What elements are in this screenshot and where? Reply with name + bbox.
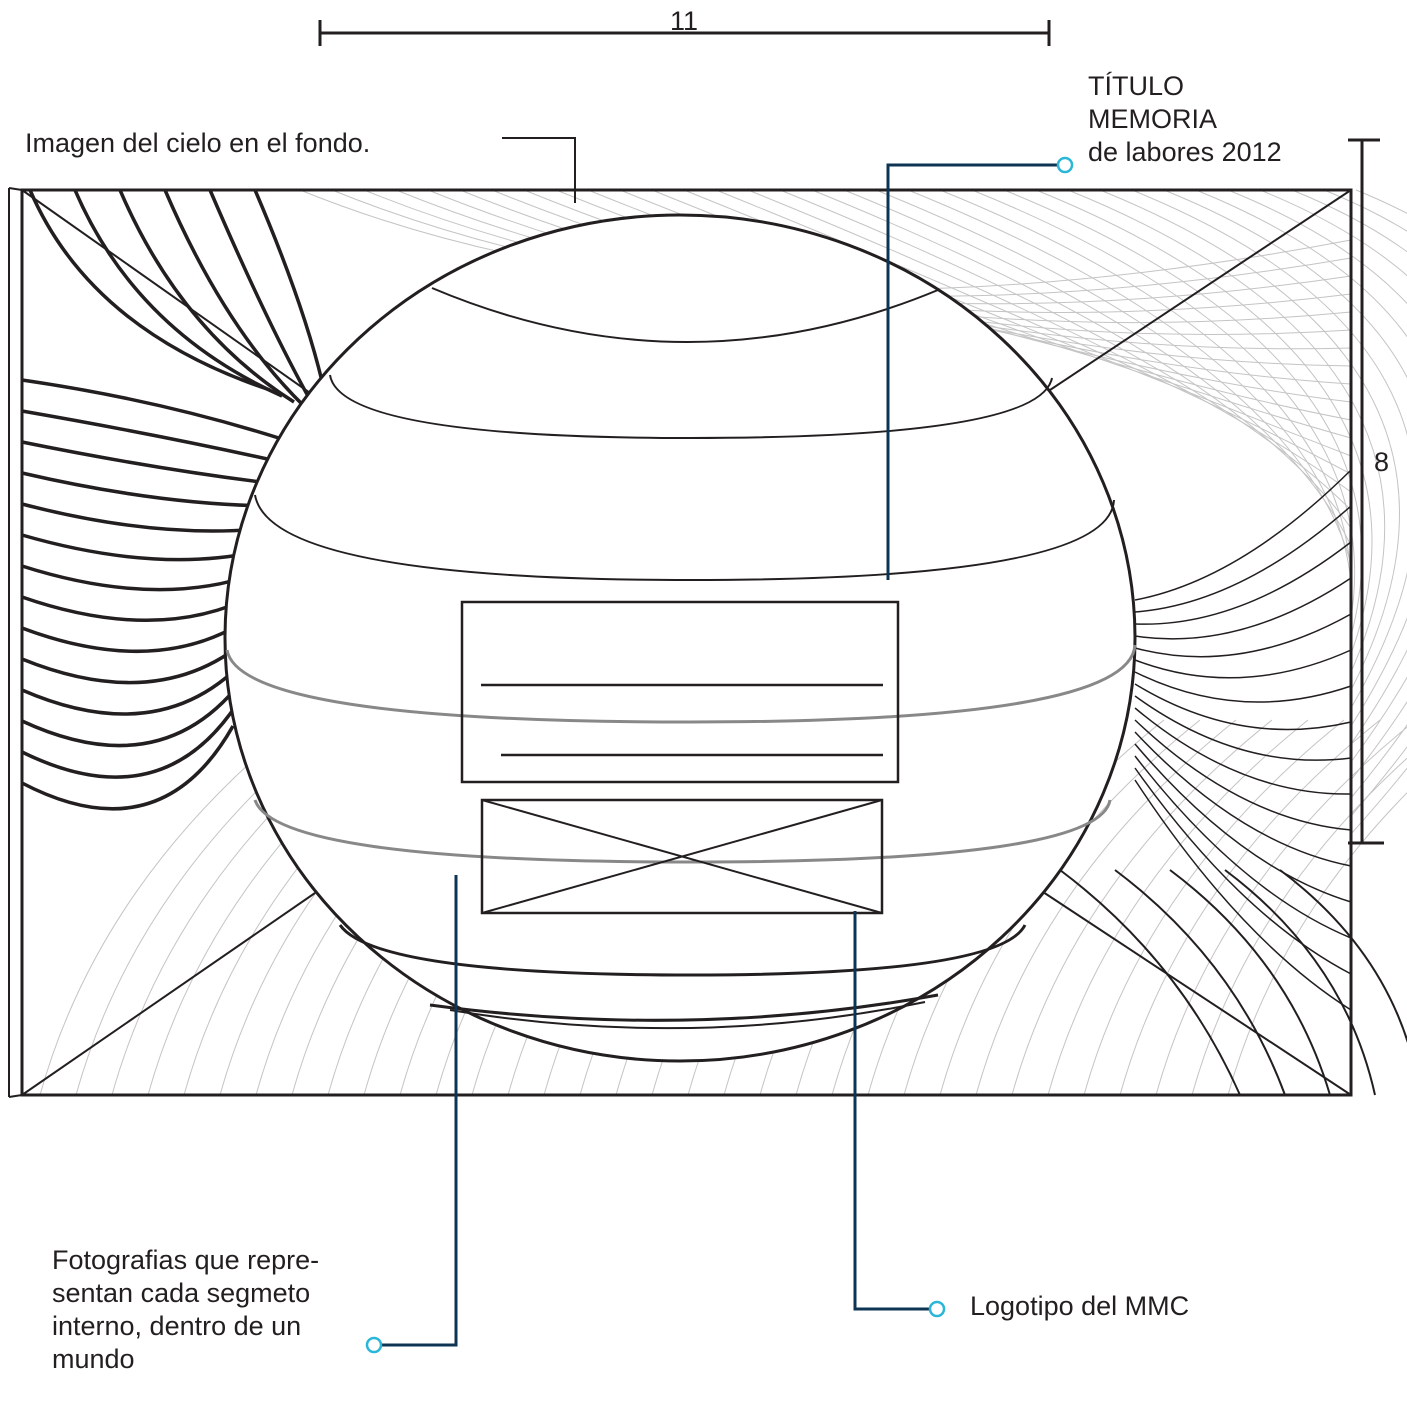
- swirl-line: [1083, 719, 1345, 1096]
- swirl-line: [21, 592, 258, 622]
- title-callout-leader: [886, 163, 1058, 580]
- diagonal-bottom-right: [1039, 889, 1352, 1096]
- globe-band-3: [225, 644, 1137, 724]
- swirl-line: [21, 471, 274, 508]
- height-dimension-label: 8: [1374, 447, 1390, 477]
- swirl-line: [1134, 731, 1352, 867]
- swirl-line: [939, 189, 1352, 601]
- swirl-line: [21, 703, 239, 779]
- swirl-line: [21, 533, 266, 562]
- swirl-line: [1227, 189, 1407, 763]
- swirl-line: [21, 725, 235, 811]
- diagonal-top-right: [1049, 189, 1352, 391]
- globe-band-1: [329, 374, 1053, 440]
- photos-label: Fotografias que repre- sentan cada segme…: [52, 1245, 320, 1374]
- swirl-line: [1169, 869, 1331, 1096]
- swirl-line: [1195, 189, 1407, 745]
- swirl-line: [1134, 649, 1352, 679]
- swirl-line: [811, 189, 1352, 529]
- logo-placeholder: [480, 798, 884, 915]
- swirl-line: [1134, 719, 1352, 831]
- swirl-line: [21, 658, 247, 716]
- swirl-line: [21, 440, 278, 486]
- swirl-line: [1134, 577, 1352, 640]
- globe-cap: [431, 287, 939, 343]
- swirl-line: [21, 680, 243, 748]
- title-box: [460, 600, 900, 784]
- diagonal-bottom-left: [21, 892, 316, 1096]
- swirl-line: [1155, 726, 1407, 1096]
- photos-callout-leader: [381, 875, 458, 1347]
- swirl-line: [118, 189, 295, 404]
- swirl-line: [715, 189, 1352, 475]
- width-dimension: [318, 20, 1051, 46]
- logo-callout-leader: [853, 911, 930, 1311]
- swirl-line: [73, 189, 283, 398]
- globe-band-4: [253, 799, 1112, 864]
- swirl-line: [21, 409, 282, 464]
- logo-label: Logotipo del MMC: [970, 1291, 1190, 1321]
- globe-band-2: [254, 494, 1115, 582]
- swirl-line: [28, 189, 271, 392]
- swirl-line: [208, 189, 320, 415]
- swirl-line: [1134, 541, 1352, 625]
- swirl-line: [1134, 743, 1352, 903]
- swirl-line: [1134, 779, 1352, 1011]
- swirl-line: [1134, 613, 1352, 658]
- swirl-line: [1134, 767, 1352, 975]
- swirl-line: [907, 189, 1352, 583]
- sky-background-label: Imagen del cielo en el fondo.: [25, 128, 371, 158]
- title-label: TÍTULO MEMORIA de labores 2012: [1088, 71, 1282, 167]
- swirl-line: [1134, 755, 1352, 939]
- swirl-line: [1224, 869, 1376, 1096]
- swirl-line: [1134, 671, 1352, 703]
- swirl-line: [1134, 505, 1352, 613]
- swirl-line: [1047, 719, 1309, 1096]
- logo-callout-marker: [928, 1300, 946, 1318]
- swirl-line: [1227, 792, 1407, 1096]
- swirl-line: [21, 564, 262, 592]
- swirl-line: [875, 189, 1352, 565]
- title-callout-marker: [1056, 156, 1074, 174]
- width-dimension-label: 11: [670, 6, 699, 36]
- swirl-line: [1059, 869, 1241, 1096]
- swirl-line: [1191, 757, 1407, 1096]
- swirl-line: [1114, 869, 1286, 1096]
- swirl-line: [1134, 683, 1352, 731]
- swirl-line: [975, 719, 1237, 1096]
- sky-callout-leader: [502, 137, 576, 203]
- swirl-line: [1134, 695, 1352, 761]
- swirl-line: [21, 502, 270, 533]
- swirl-line: [1259, 189, 1407, 781]
- swirl-line: [163, 189, 308, 410]
- swirl-line: [1279, 869, 1407, 1044]
- swirl-line: [1119, 719, 1381, 1096]
- swirl-line: [1099, 189, 1400, 691]
- swirl-line: [1035, 189, 1373, 655]
- swirl-line: [1134, 469, 1352, 601]
- height-dimension: [1348, 138, 1384, 845]
- swirl-line: [843, 189, 1352, 547]
- globe-band-6: [429, 993, 939, 1022]
- swirl-line: [1291, 189, 1407, 799]
- swirl-line: [1134, 707, 1352, 795]
- swirl-line: [21, 378, 286, 442]
- diagonal-top-left: [21, 189, 321, 401]
- globe-band-5: [338, 924, 1027, 977]
- photos-callout-marker: [365, 1336, 383, 1354]
- swirl-line: [971, 189, 1356, 619]
- page-frame: [20, 188, 1353, 1097]
- swirl-line: [1131, 189, 1407, 709]
- swirl-line: [21, 636, 251, 685]
- swirl-line: [1067, 189, 1386, 673]
